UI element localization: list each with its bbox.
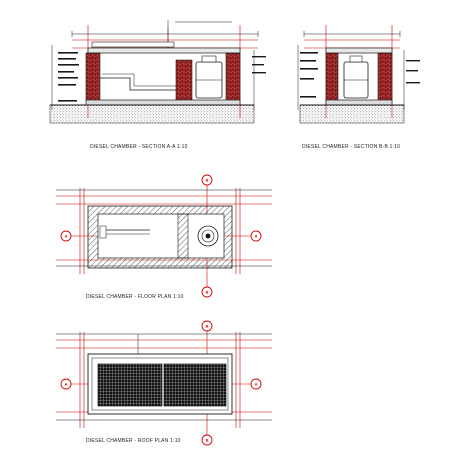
roof-plan-marker-a-left: A: [60, 378, 72, 390]
section-aa-right-wall: [225, 52, 241, 102]
section-aa-cover-slab: [87, 47, 241, 54]
svg-text:B: B: [206, 438, 209, 443]
section-bb-annotations: [300, 52, 420, 98]
section-bb-floor-slab: [325, 99, 393, 106]
section-aa-caption: DIESEL CHAMBER - SECTION A-A 1:10: [90, 144, 188, 150]
section-bb-ground: [299, 104, 405, 124]
section-aa-fuel-pipe: [100, 77, 176, 91]
section-aa-ground: [49, 104, 255, 124]
section-aa-vent-pipe: [91, 41, 175, 48]
roof-plan-marker-b-top: B: [201, 320, 213, 332]
floor-plan-marker-b-top: B: [201, 174, 213, 186]
svg-text:A: A: [65, 234, 68, 239]
section-bb-right-wall: [377, 52, 393, 102]
floor-plan-divider: [177, 213, 189, 259]
svg-text:A: A: [255, 234, 258, 239]
floor-plan-marker-b-bottom: B: [201, 286, 213, 298]
roof-plan-grating-left: [97, 363, 163, 407]
svg-text:B: B: [206, 178, 209, 183]
section-bb: DIESEL CHAMBER - SECTION B-B 1:10: [297, 25, 420, 150]
roof-plan: B B A A DIESEL CHAMBER - ROOF PLAN 1:10: [56, 320, 272, 446]
section-aa-left-wall: [85, 52, 101, 102]
section-aa-floor-slab: [85, 99, 241, 106]
section-aa: DIESEL CHAMBER - SECTION A-A 1:10: [49, 20, 266, 150]
svg-text:A: A: [65, 382, 68, 387]
section-bb-caption: DIESEL CHAMBER - SECTION B-B 1:10: [302, 144, 400, 150]
svg-text:B: B: [206, 290, 209, 295]
section-aa-dimensions: [51, 20, 259, 110]
floor-plan-marker-a-right: A: [250, 230, 262, 242]
floor-plan-marker-a-left: A: [60, 230, 72, 242]
roof-plan-marker-b-bottom: B: [201, 434, 213, 446]
roof-plan-caption: DIESEL CHAMBER - ROOF PLAN 1:10: [86, 438, 181, 444]
section-aa-mid-wall: [175, 59, 193, 102]
svg-text:B: B: [206, 324, 209, 329]
section-bb-left-wall: [325, 52, 339, 102]
section-bb-cover-slab: [325, 47, 393, 54]
floor-plan-caption: DIESEL CHAMBER - FLOOR PLAN 1:10: [86, 294, 184, 300]
svg-text:A: A: [255, 382, 258, 387]
section-bb-dimensions: [297, 31, 405, 110]
floor-plan: B B A A DIESEL CHAMBER - FLOOR PLAN 1:10: [56, 174, 272, 300]
roof-plan-marker-a-right: A: [250, 378, 262, 390]
section-aa-annotations: [58, 52, 266, 102]
roof-plan-grating-right: [163, 363, 227, 407]
